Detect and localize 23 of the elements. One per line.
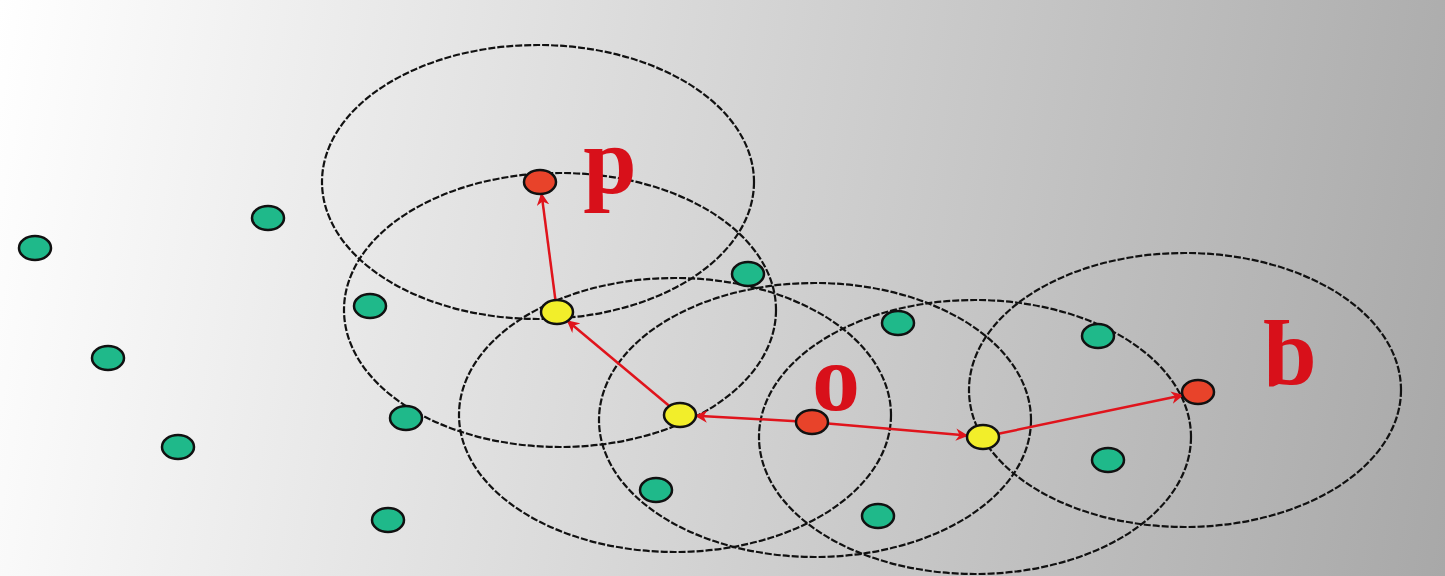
arrow (566, 320, 671, 407)
border-point-dot (965, 423, 1001, 451)
border-point-dot (539, 298, 575, 326)
data-point-dot (370, 506, 406, 534)
arrow (998, 391, 1184, 435)
data-point-dot (160, 433, 196, 461)
data-point-dot (860, 502, 896, 530)
core-point-dot (1180, 378, 1216, 406)
data-point-dot (730, 260, 766, 288)
data-point-dot (90, 344, 126, 372)
data-point-dot (1090, 446, 1126, 474)
point-label: q (1263, 318, 1317, 426)
core-point-dot (522, 168, 558, 196)
data-point-dot (388, 404, 424, 432)
data-point-dot (880, 309, 916, 337)
data-point-dot (17, 234, 53, 262)
data-point-dot (638, 476, 674, 504)
arrow (694, 410, 797, 423)
data-point-dot (1080, 322, 1116, 350)
border-point-dot (662, 401, 698, 429)
data-point-dot (250, 204, 286, 232)
data-point-dot (352, 292, 388, 320)
point-label: o (812, 344, 860, 452)
